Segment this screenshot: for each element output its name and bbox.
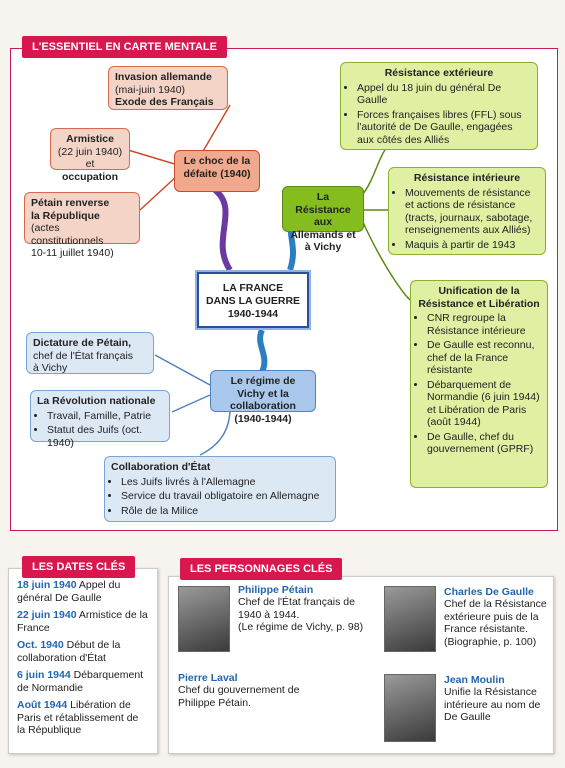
box-unification: Unification de la Résistance et Libérati… xyxy=(410,280,548,488)
list-item: Débarquement de Normandie (6 juin 1944) … xyxy=(427,379,541,429)
photo-jean-moulin xyxy=(384,674,436,742)
central-topic: LA FRANCE DANS LA GUERRE 1940-1944 xyxy=(197,272,309,328)
panel-dates: 18 juin 1940 Appel du général De Gaulle … xyxy=(8,568,158,754)
photo-petain xyxy=(178,586,230,652)
invasion-exode: Exode des Français xyxy=(115,96,214,108)
date-text: Libération de Paris et rétablissement de… xyxy=(17,699,139,736)
invasion-title: Invasion allemande xyxy=(115,71,212,83)
list-item: Maquis à partir de 1943 xyxy=(405,239,539,252)
box-collaboration: Collaboration d'État Les Juifs livrés à … xyxy=(104,456,336,522)
date-item: 18 juin 1940 Appel du général De Gaulle xyxy=(17,579,149,604)
date-text: Appel du général De Gaulle xyxy=(17,579,121,604)
box-petain-renverse: Pétain renverse la République (actes con… xyxy=(24,192,140,259)
date-value: 18 juin 1940 xyxy=(17,579,77,591)
list-item: Statut des Juifs (oct. 1940) xyxy=(47,424,163,449)
box-invasion: Invasion allemande (mai-juin 1940) Exode… xyxy=(108,66,228,110)
dictature-title: Dictature de Pétain, xyxy=(33,337,132,349)
node-choc-defaite: Le choc de la défaite (1940) xyxy=(174,150,260,192)
petain-renverse-dates: 10-11 juillet 1940) xyxy=(31,247,114,259)
list-item: CNR regroupe la Résistance intérieure xyxy=(427,312,541,337)
collaboration-title: Collaboration d'État xyxy=(111,461,211,473)
armistice-occupation: occupation xyxy=(61,170,118,183)
petain-renverse-actes: (actes constitutionnels xyxy=(31,222,104,247)
armistice-et: et xyxy=(85,158,95,170)
armistice-title: Armistice xyxy=(66,133,114,145)
person-laval: Pierre Laval Chef du gouvernement de Phi… xyxy=(178,672,328,709)
date-value: Août 1944 xyxy=(17,699,68,711)
person-ref: (Le régime de Vichy, p. 98) xyxy=(238,621,364,633)
date-item: 22 juin 1940 Armistice de la France xyxy=(17,609,149,634)
person-name: Pierre Laval xyxy=(178,672,238,684)
list-item: Service du travail obligatoire en Allema… xyxy=(121,490,329,503)
date-item: 6 juin 1944 Débarquement de Normandie xyxy=(17,669,149,694)
dictature-line2: chef de l'État français xyxy=(33,349,134,362)
box-revolution-nationale: La Révolution nationale Travail, Famille… xyxy=(30,390,170,449)
date-text: Début de la collaboration d'État xyxy=(17,639,121,664)
person-jean-moulin: Jean Moulin Unifie la Résistance intérie… xyxy=(444,674,550,724)
date-item: Août 1944 Libération de Paris et rétabli… xyxy=(17,699,149,737)
date-value: 22 juin 1940 xyxy=(17,609,77,621)
section-title-mind-map: L'ESSENTIEL EN CARTE MENTALE xyxy=(22,36,227,58)
date-item: Oct. 1940 Début de la collaboration d'Ét… xyxy=(17,639,149,664)
date-text: Armistice de la France xyxy=(17,609,148,634)
central-topic-line1: LA FRANCE xyxy=(222,282,284,294)
person-ref: (Biographie, p. 100) xyxy=(444,635,537,648)
invasion-dates: (mai-juin 1940) xyxy=(115,83,186,96)
petain-renverse-republique: la République xyxy=(31,209,100,222)
person-petain: Philippe Pétain Chef de l'État français … xyxy=(238,584,378,634)
person-name: Jean Moulin xyxy=(444,674,505,686)
date-text: Débarquement de Normandie xyxy=(17,669,144,694)
photo-de-gaulle xyxy=(384,586,436,652)
resistance-exterieure-title: Résistance extérieure xyxy=(384,67,494,79)
list-item: Forces françaises libres (FFL) sous l'au… xyxy=(357,109,531,147)
person-desc: Chef du gouvernement de Philippe Pétain. xyxy=(178,684,300,709)
armistice-date: (22 juin 1940) xyxy=(57,145,123,158)
list-item: Rôle de la Milice xyxy=(121,505,329,518)
box-resistance-interieure: Résistance intérieure Mouvements de rési… xyxy=(388,167,546,255)
person-name: Charles De Gaulle xyxy=(444,586,534,598)
list-item: Travail, Famille, Patrie xyxy=(47,410,163,423)
box-dictature: Dictature de Pétain, chef de l'État fran… xyxy=(26,332,154,374)
date-value: Oct. 1940 xyxy=(17,639,64,651)
dictature-line3: à Vichy xyxy=(33,362,68,374)
box-resistance-exterieure: Résistance extérieure Appel du 18 juin d… xyxy=(340,62,538,150)
petain-renverse-title: Pétain renverse xyxy=(31,197,110,209)
mind-map-connectors xyxy=(127,104,411,456)
list-item: Les Juifs livrés à l'Allemagne xyxy=(121,476,329,489)
box-armistice: Armistice (22 juin 1940) et occupation xyxy=(50,128,130,183)
list-item: Appel du 18 juin du général De Gaulle xyxy=(357,82,531,107)
section-title-personnages: LES PERSONNAGES CLÉS xyxy=(180,558,343,580)
person-desc: Chef de l'État français de 1940 à 1944. xyxy=(238,596,355,621)
central-topic-line2: DANS LA GUERRE xyxy=(205,295,301,307)
node-vichy: Le régime de Vichy et la collaboration (… xyxy=(210,370,316,425)
date-value: 6 juin 1944 xyxy=(17,669,71,681)
resistance-interieure-title: Résistance intérieure xyxy=(413,172,521,184)
central-topic-line3: 1940-1944 xyxy=(227,308,279,320)
node-resistance: La Résistance aux Allemands et à Vichy xyxy=(282,186,364,253)
person-name: Philippe Pétain xyxy=(238,584,314,596)
person-desc: Chef de la Résistance extérieure puis de… xyxy=(444,598,547,635)
person-de-gaulle: Charles De Gaulle Chef de la Résistance … xyxy=(444,586,550,648)
list-item: De Gaulle, chef du gouvernement (GPRF) xyxy=(427,431,541,456)
revolution-title: La Révolution nationale xyxy=(37,395,156,407)
person-desc: Unifie la Résistance intérieure au nom d… xyxy=(444,686,541,723)
panel-personnages xyxy=(168,576,554,754)
section-title-dates: LES DATES CLÉS xyxy=(22,556,136,578)
unification-title: Unification de la Résistance et Libérati… xyxy=(418,285,540,310)
list-item: Mouvements de résistance et actions de r… xyxy=(405,187,539,237)
list-item: De Gaulle est reconnu, chef de la France… xyxy=(427,339,541,377)
